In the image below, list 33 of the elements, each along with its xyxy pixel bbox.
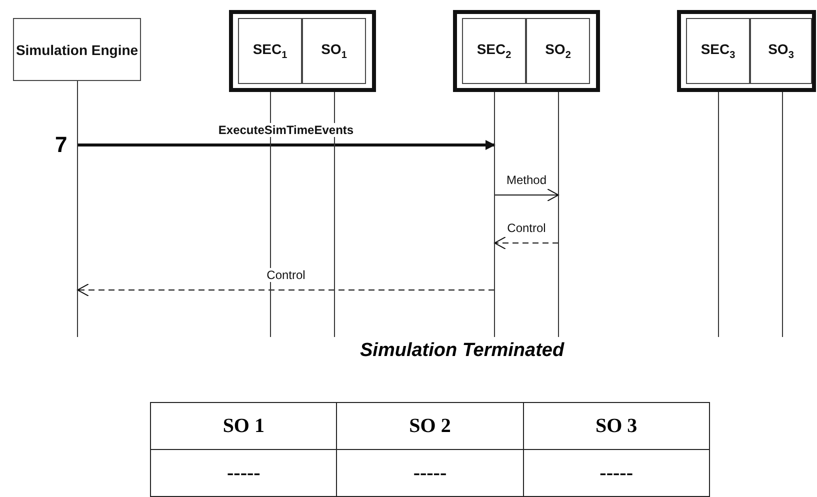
message-arrow [77, 284, 495, 296]
step-number: 7 [55, 132, 68, 158]
object-box: SEC$_{1}$ [238, 18, 302, 84]
message-label: Control [266, 268, 306, 282]
lifeline [77, 81, 78, 337]
lifeline [718, 92, 719, 337]
object-box: SEC$_{3}$ [686, 18, 750, 84]
message-label: Method [505, 173, 548, 187]
object-box: SEC$_{2}$ [462, 18, 526, 84]
message-arrow [494, 188, 559, 202]
lifeline [782, 92, 783, 337]
message-label: Control [506, 221, 547, 235]
column-header: SO 2 [409, 414, 451, 438]
lifeline [334, 92, 335, 337]
table-value: ----- [600, 462, 633, 484]
lifeline [270, 92, 271, 337]
component-group-box [677, 10, 816, 92]
component-group-box [453, 10, 600, 92]
message-arrow [78, 140, 496, 150]
component-group-box [229, 10, 376, 92]
table-value: ----- [413, 462, 447, 484]
object-box: SO$_{2}$ [526, 18, 590, 84]
object-box: SO$_{3}$ [750, 18, 812, 84]
column-header: SO 1 [222, 414, 264, 438]
status-text: Simulation Terminated [360, 340, 564, 362]
column-header: SO 3 [595, 414, 638, 438]
message-label: ExecuteSimTimeEvents [217, 123, 355, 137]
table-value: ----- [227, 462, 260, 484]
actor-box: Simulation Engine [13, 18, 141, 81]
lifeline [494, 92, 495, 337]
message-arrow [494, 236, 559, 250]
lifeline [558, 92, 559, 337]
object-box: SO$_{1}$ [302, 18, 366, 84]
